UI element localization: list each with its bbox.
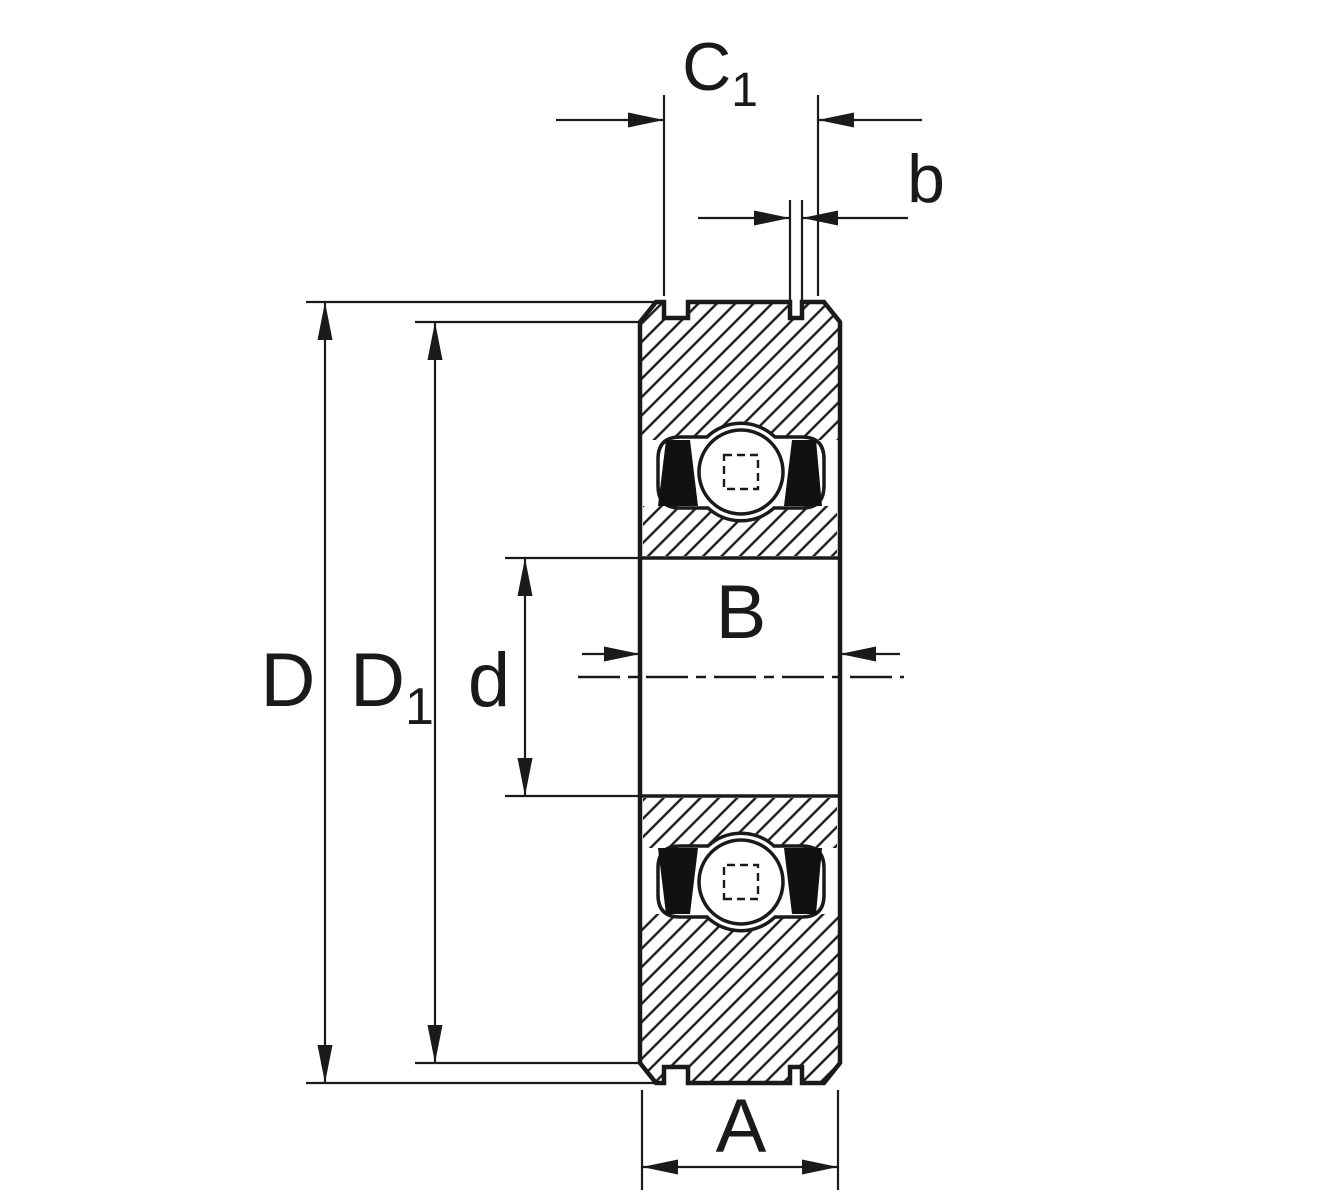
seal-left — [658, 848, 698, 914]
arrowhead — [840, 646, 876, 662]
arrowhead — [754, 210, 790, 226]
ball-pocket-bottom — [656, 831, 826, 933]
dimension-b: b — [698, 141, 945, 300]
label-D: D — [261, 638, 316, 723]
label-d: d — [468, 638, 510, 723]
arrowhead — [802, 210, 838, 226]
cage-mark — [722, 863, 760, 901]
arrowhead — [802, 1159, 838, 1175]
seal-right — [784, 440, 822, 506]
seal-left — [658, 440, 698, 506]
dimension-C1: C1 — [556, 29, 922, 296]
label-A: A — [716, 1084, 767, 1169]
outer-ring-bottom-hatch — [640, 914, 840, 1083]
dimension-D1: D1 — [350, 320, 638, 1065]
dimension-D: D — [261, 300, 654, 1085]
seal-right — [784, 848, 822, 914]
arrowhead — [427, 1025, 443, 1063]
arrowhead — [818, 112, 854, 128]
arrowhead — [628, 112, 664, 128]
outer-ring-top-hatch — [640, 302, 840, 440]
ball-pocket-top — [656, 421, 826, 523]
arrowhead — [427, 322, 443, 360]
dimension-A: A — [640, 1084, 840, 1190]
label-C1: C1 — [682, 29, 758, 117]
label-B: B — [716, 570, 767, 655]
cage-mark — [722, 453, 760, 491]
label-D1: D1 — [350, 638, 434, 736]
dimension-B: B — [582, 570, 900, 662]
ball — [697, 838, 785, 926]
arrowhead — [517, 758, 533, 796]
arrowhead — [642, 1159, 678, 1175]
arrowhead — [604, 646, 640, 662]
arrowhead — [517, 558, 533, 596]
dimension-d: d — [468, 556, 640, 798]
bearing-body-outline — [637, 299, 843, 1086]
label-b: b — [907, 141, 945, 217]
arrowhead — [317, 1045, 333, 1083]
arrowhead — [317, 302, 333, 340]
ball — [697, 428, 785, 516]
